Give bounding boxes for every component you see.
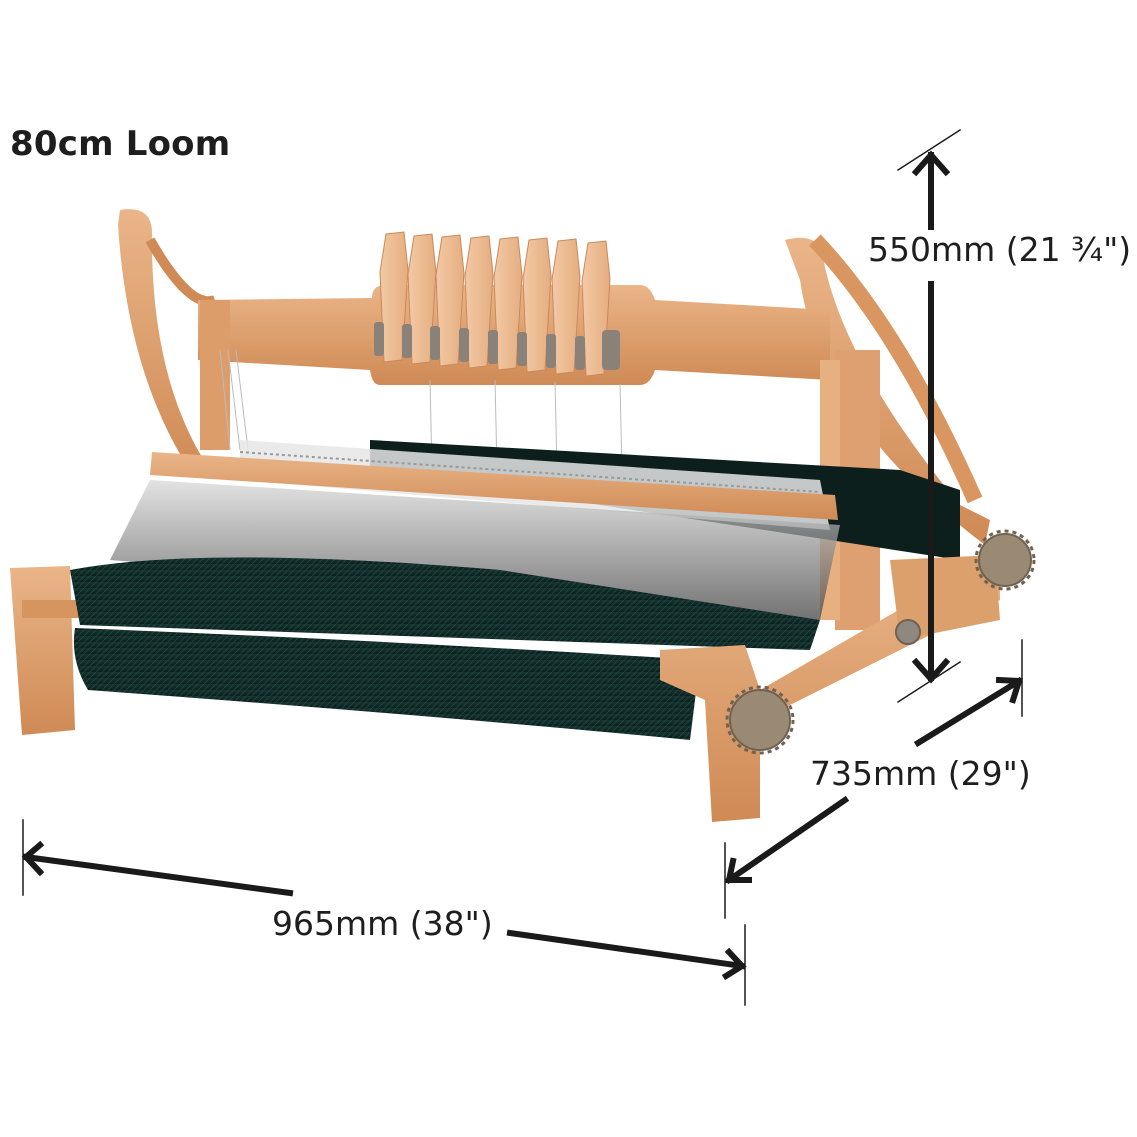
width-dimension-arrow	[21, 819, 747, 1006]
depth-dimension-label: 735mm (29")	[806, 754, 1035, 793]
loom	[10, 209, 1036, 822]
front-left-leg	[10, 566, 75, 735]
height-dimension-arrow	[896, 128, 962, 704]
height-dimension-label: 550mm (21 ¾")	[864, 230, 1136, 269]
dimension-annotations	[21, 128, 1024, 1006]
right-curved-arm	[785, 237, 990, 545]
depth-dimension-arrow	[724, 639, 1024, 919]
page-title: 80cm Loom	[10, 124, 231, 164]
woven-cloth-upper	[70, 557, 820, 650]
ratchet-wheels	[729, 533, 1032, 751]
woven-cloth-lower	[73, 628, 701, 740]
width-dimension-label: 965mm (38")	[268, 904, 497, 943]
left-curved-arm	[118, 209, 210, 478]
shaft-levers	[374, 231, 620, 377]
beater	[150, 452, 838, 520]
